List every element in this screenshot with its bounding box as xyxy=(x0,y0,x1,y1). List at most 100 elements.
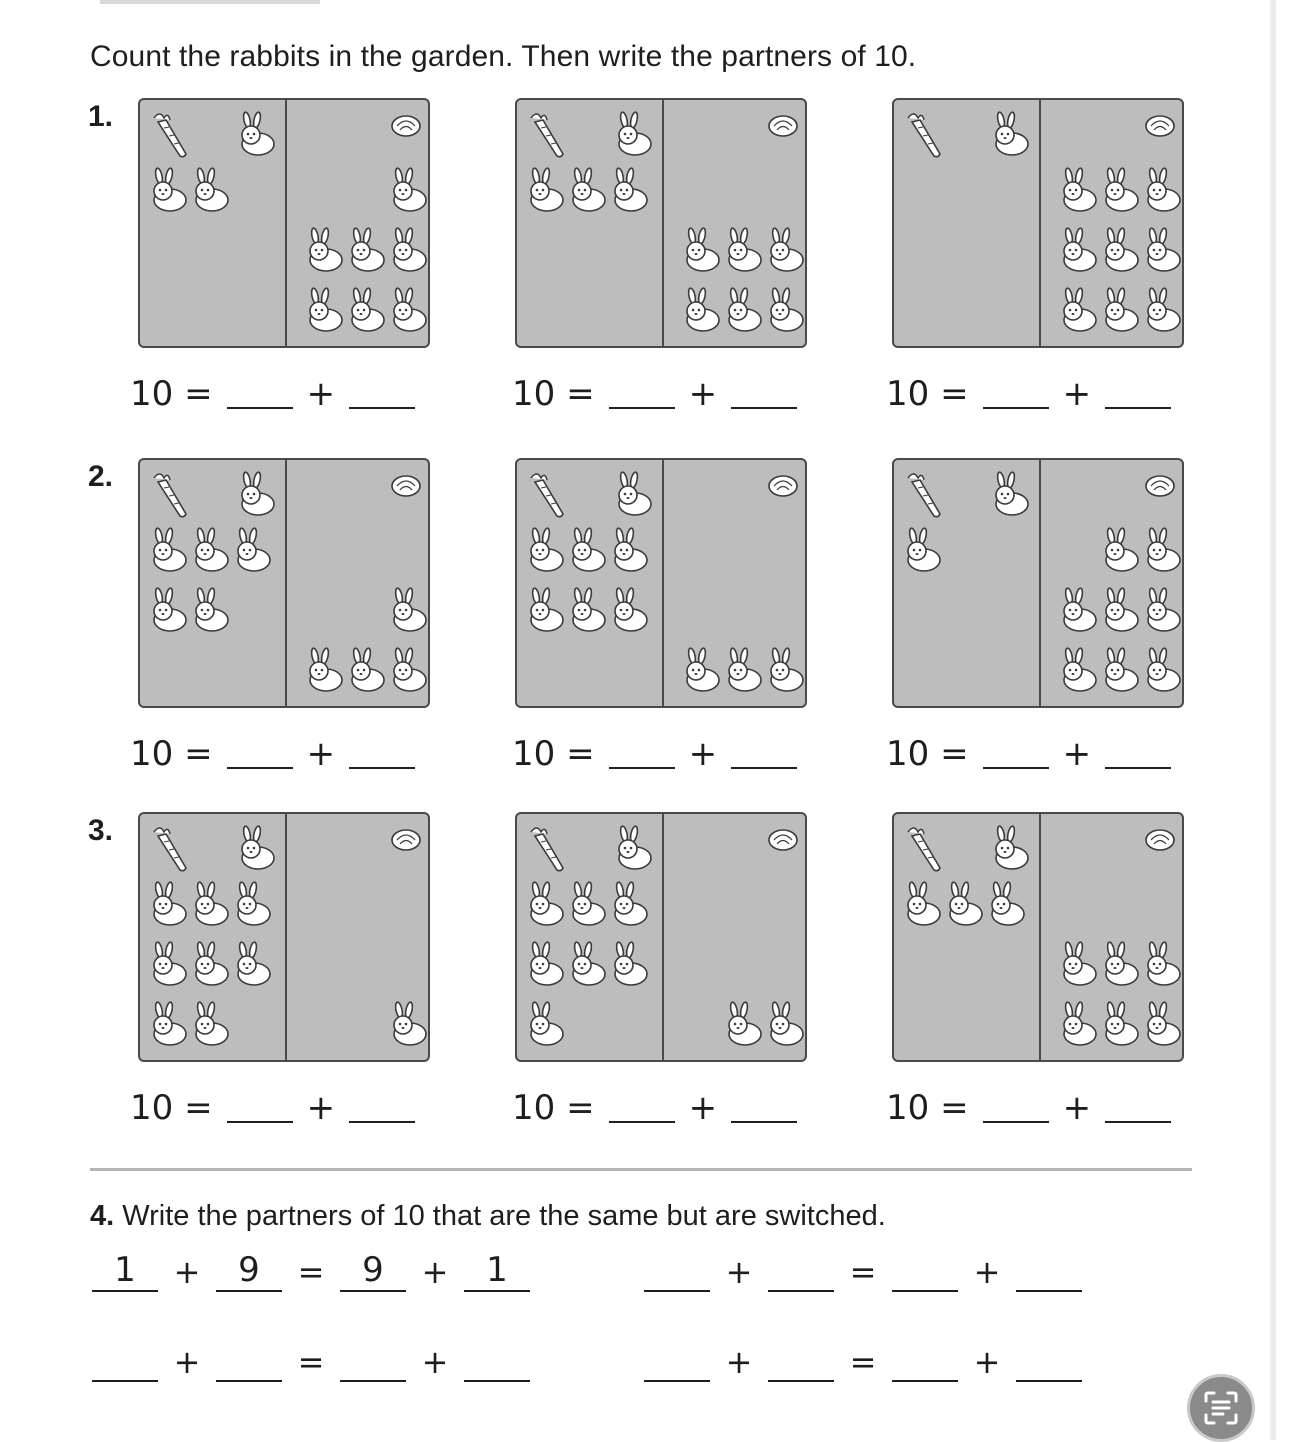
rabbit-icon xyxy=(618,111,652,156)
answer-blank[interactable] xyxy=(349,737,416,769)
plus-sign: + xyxy=(973,1253,1001,1291)
answer-blank[interactable] xyxy=(768,1340,834,1382)
carrot-icon xyxy=(153,113,187,158)
garden-divider xyxy=(285,100,287,346)
rabbit-icon xyxy=(1105,227,1139,272)
answer-blank[interactable] xyxy=(1105,377,1172,409)
garden-illustration xyxy=(907,471,1181,692)
rabbit-icon xyxy=(393,167,427,212)
rabbit-icon xyxy=(1147,227,1181,272)
rabbit-icon xyxy=(728,647,762,692)
cabbage-icon xyxy=(1145,115,1175,137)
rabbit-icon xyxy=(907,881,941,926)
rabbit-icon xyxy=(393,287,427,332)
garden-box xyxy=(892,812,1184,1062)
example-addend-a[interactable]: 1 xyxy=(92,1250,158,1292)
scan-text-button[interactable] xyxy=(1187,1374,1255,1442)
switch-equation-example: 1+9=9+1 xyxy=(92,1250,530,1300)
answer-blank[interactable] xyxy=(608,737,675,769)
cabbage-icon xyxy=(768,829,798,851)
rabbit-icon xyxy=(1105,287,1139,332)
garden-divider xyxy=(1039,814,1041,1060)
page-edge xyxy=(1270,0,1276,1440)
partners-equation: 10 =+ xyxy=(130,734,429,774)
equation-total: 10 = xyxy=(886,374,969,414)
rabbit-icon xyxy=(686,647,720,692)
carrot-icon xyxy=(907,827,941,872)
answer-blank[interactable] xyxy=(340,1340,406,1382)
answer-blank[interactable] xyxy=(731,1091,798,1123)
rabbit-icon xyxy=(686,227,720,272)
scan-text-icon xyxy=(1204,1391,1238,1425)
rabbit-icon xyxy=(153,167,187,212)
garden-box xyxy=(138,458,430,708)
cabbage-icon xyxy=(391,829,421,851)
rabbit-icon xyxy=(530,527,564,572)
rabbit-icon xyxy=(572,167,606,212)
garden-divider xyxy=(1039,100,1041,346)
rabbit-icon xyxy=(153,527,187,572)
equation-total: 10 = xyxy=(886,734,969,774)
answer-blank[interactable] xyxy=(731,737,798,769)
answer-blank[interactable] xyxy=(226,1091,293,1123)
answer-blank[interactable] xyxy=(892,1340,958,1382)
rabbit-icon xyxy=(1105,167,1139,212)
answer-blank[interactable] xyxy=(1016,1250,1082,1292)
answer-blank[interactable] xyxy=(464,1340,530,1382)
carrot-icon xyxy=(153,827,187,872)
example-addend-d[interactable]: 1 xyxy=(464,1250,530,1292)
answer-blank[interactable] xyxy=(1016,1340,1082,1382)
answer-blank[interactable] xyxy=(982,377,1049,409)
rabbit-icon xyxy=(1063,287,1097,332)
answer-blank[interactable] xyxy=(644,1250,710,1292)
answer-blank[interactable] xyxy=(1105,1091,1172,1123)
instruction-text: Count the rabbits in the garden. Then wr… xyxy=(90,40,917,73)
answer-blank[interactable] xyxy=(349,1091,416,1123)
rabbit-icon xyxy=(351,647,385,692)
answer-blank[interactable] xyxy=(731,377,798,409)
answer-blank[interactable] xyxy=(608,1091,675,1123)
carrot-icon xyxy=(153,473,187,518)
rabbit-icon xyxy=(686,287,720,332)
example-addend-b[interactable]: 9 xyxy=(216,1250,282,1292)
cabbage-icon xyxy=(1145,475,1175,497)
equals-sign: = xyxy=(297,1253,325,1291)
answer-blank[interactable] xyxy=(608,377,675,409)
garden-divider xyxy=(662,460,664,706)
rabbit-icon xyxy=(1147,647,1181,692)
answer-blank[interactable] xyxy=(768,1250,834,1292)
switch-equation-blank: +=+ xyxy=(92,1340,530,1390)
equation-total: 10 = xyxy=(130,734,213,774)
answer-blank[interactable] xyxy=(226,737,293,769)
garden-illustration xyxy=(153,111,427,332)
answer-blank[interactable] xyxy=(644,1340,710,1382)
section-divider xyxy=(90,1168,1192,1171)
answer-blank[interactable] xyxy=(226,377,293,409)
answer-blank[interactable] xyxy=(982,737,1049,769)
rabbit-icon xyxy=(572,527,606,572)
rabbit-icon xyxy=(1063,647,1097,692)
answer-blank[interactable] xyxy=(349,377,416,409)
rabbit-icon xyxy=(614,881,648,926)
garden-illustration xyxy=(530,471,804,692)
plus-sign: + xyxy=(725,1253,753,1291)
question-4-text: 4. Write the partners of 10 that are the… xyxy=(90,1200,886,1233)
rabbit-icon xyxy=(530,881,564,926)
rabbit-icon xyxy=(1147,167,1181,212)
example-addend-c[interactable]: 9 xyxy=(340,1250,406,1292)
garden-box xyxy=(515,458,807,708)
partners-equation: 10 =+ xyxy=(130,374,429,414)
answer-blank[interactable] xyxy=(216,1340,282,1382)
cabbage-icon xyxy=(768,115,798,137)
cabbage-icon xyxy=(391,475,421,497)
garden-box xyxy=(138,812,430,1062)
rabbit-icon xyxy=(995,111,1029,156)
rabbit-icon xyxy=(1147,1001,1181,1046)
rabbit-icon xyxy=(1105,527,1139,572)
answer-blank[interactable] xyxy=(892,1250,958,1292)
answer-blank[interactable] xyxy=(982,1091,1049,1123)
rabbit-icon xyxy=(1147,941,1181,986)
answer-blank[interactable] xyxy=(1105,737,1172,769)
rabbit-icon xyxy=(1147,287,1181,332)
answer-blank[interactable] xyxy=(92,1340,158,1382)
